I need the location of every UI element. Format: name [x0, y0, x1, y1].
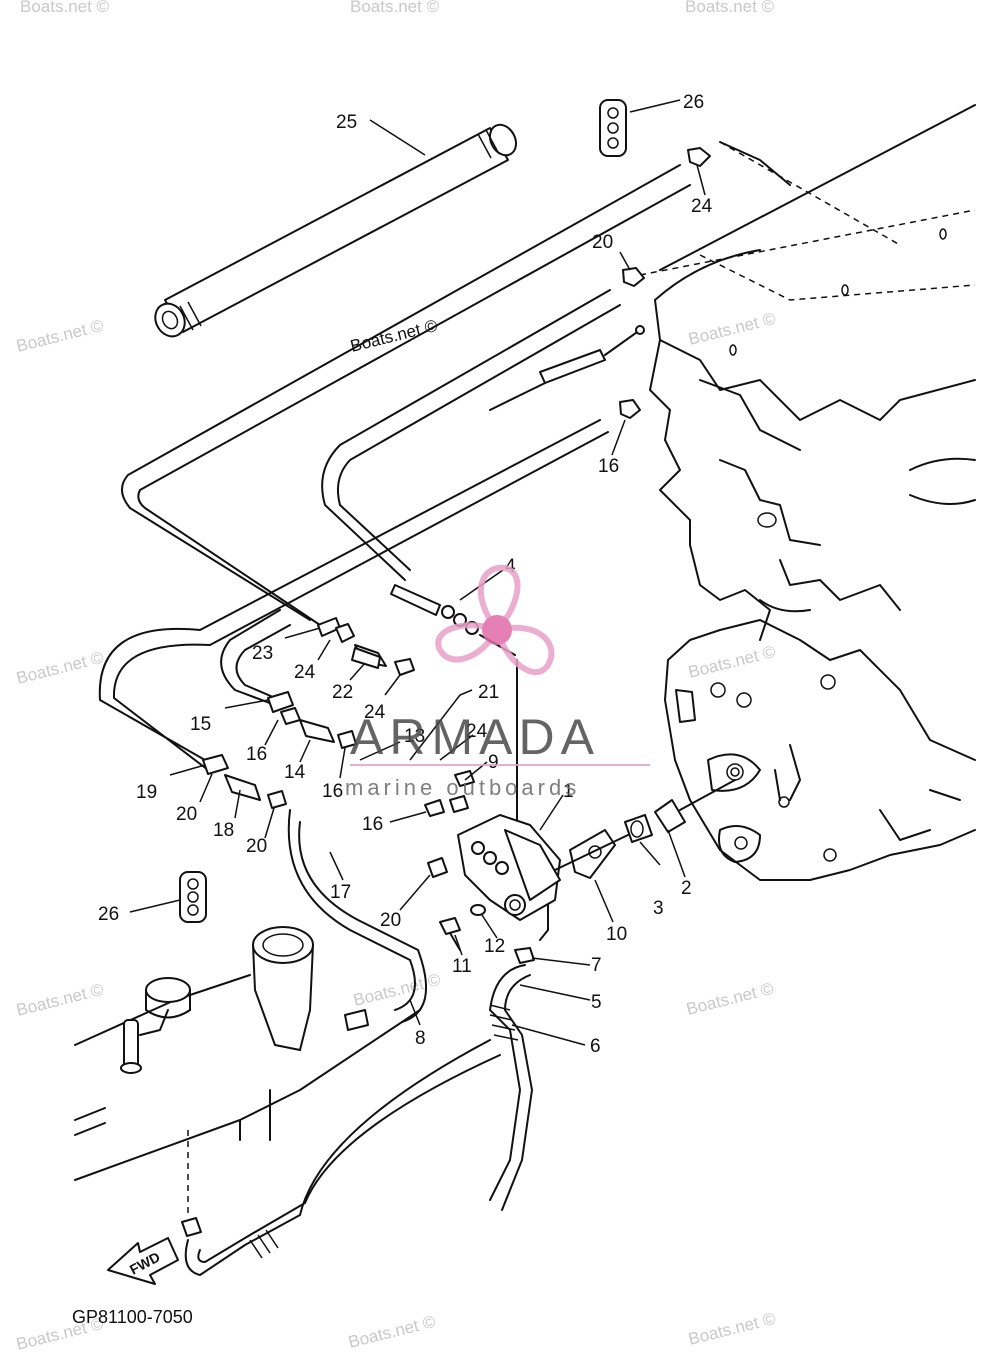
watermark: Boats.net © — [14, 648, 105, 688]
callout-12: 12 — [484, 936, 505, 957]
callout-8: 8 — [415, 1028, 426, 1049]
watermark: Boats.net © — [686, 1309, 777, 1349]
part-26-bottom-clip — [179, 871, 207, 923]
oil-pump — [439, 814, 616, 964]
callout-26: 26 — [683, 92, 704, 113]
oil-tank — [74, 926, 501, 1276]
callout-10: 10 — [606, 924, 627, 945]
callout-19: 19 — [136, 782, 157, 803]
clamps-fittings — [202, 147, 711, 878]
callout-25: 25 — [336, 112, 357, 133]
callout-18: 18 — [213, 820, 234, 841]
callout-26: 26 — [98, 904, 119, 925]
callout-2: 2 — [681, 878, 692, 899]
callout-16: 16 — [322, 781, 343, 802]
callout-13: 13 — [404, 726, 425, 747]
callout-5: 5 — [591, 992, 602, 1013]
engine-block — [639, 104, 976, 881]
watermark: Boats.net © — [686, 642, 777, 682]
callout-11: 11 — [452, 956, 472, 977]
forward-arrow: FWD — [107, 1237, 179, 1285]
part-25-pipe — [154, 123, 517, 338]
callout-21: 21 — [478, 682, 499, 703]
watermark: Boats.net © — [20, 0, 110, 16]
watermark: Boats.net © — [684, 979, 775, 1019]
seal-parts — [554, 779, 736, 871]
callout-6: 6 — [590, 1036, 601, 1057]
armada-tagline: marine outboards — [345, 775, 580, 800]
watermark: Boats.net © — [351, 970, 442, 1010]
callout-23: 23 — [252, 643, 273, 664]
callout-9: 9 — [488, 752, 499, 773]
callout-24: 24 — [466, 721, 488, 742]
throttle-cable — [390, 325, 645, 841]
callout-17: 17 — [330, 882, 351, 903]
propeller-icon — [435, 564, 555, 675]
callout-24: 24 — [294, 662, 316, 683]
callout-1: 1 — [563, 781, 574, 802]
callout-20: 20 — [380, 910, 401, 931]
watermark: Boats.net © — [685, 0, 775, 16]
callout-3: 3 — [653, 898, 664, 919]
callout-15: 15 — [190, 714, 211, 735]
diagram-code: GP81100-7050 — [72, 1307, 193, 1327]
callout-20: 20 — [176, 804, 197, 825]
callout-4: 4 — [505, 556, 516, 577]
outlet-hose — [489, 964, 533, 1211]
armada-logo: ARMADA marine outboards — [345, 564, 650, 800]
callout-22: 22 — [332, 682, 353, 703]
callout-16: 16 — [362, 814, 383, 835]
watermark: Boats.net © — [14, 980, 105, 1020]
armada-wordmark: ARMADA — [350, 709, 600, 765]
callout-16: 16 — [598, 456, 619, 477]
watermark: Boats.net © — [350, 0, 440, 16]
callout-16: 16 — [246, 744, 267, 765]
callout-24: 24 — [364, 702, 386, 723]
part-26-top-clip — [599, 99, 627, 157]
watermark: Boats.net © — [346, 1312, 437, 1352]
callout-labels: 26 25 24 20 16 4 23 24 22 24 21 15 16 14… — [98, 92, 713, 1057]
leader-lines — [129, 99, 706, 1046]
callout-7: 7 — [591, 955, 602, 976]
hose-routing — [98, 164, 691, 1023]
callout-20: 20 — [592, 232, 613, 253]
watermark: Boats.net © — [14, 316, 105, 356]
callout-14: 14 — [284, 762, 306, 783]
callout-24: 24 — [691, 196, 713, 217]
watermark: Boats.net © — [686, 309, 777, 349]
callout-20: 20 — [246, 836, 267, 857]
